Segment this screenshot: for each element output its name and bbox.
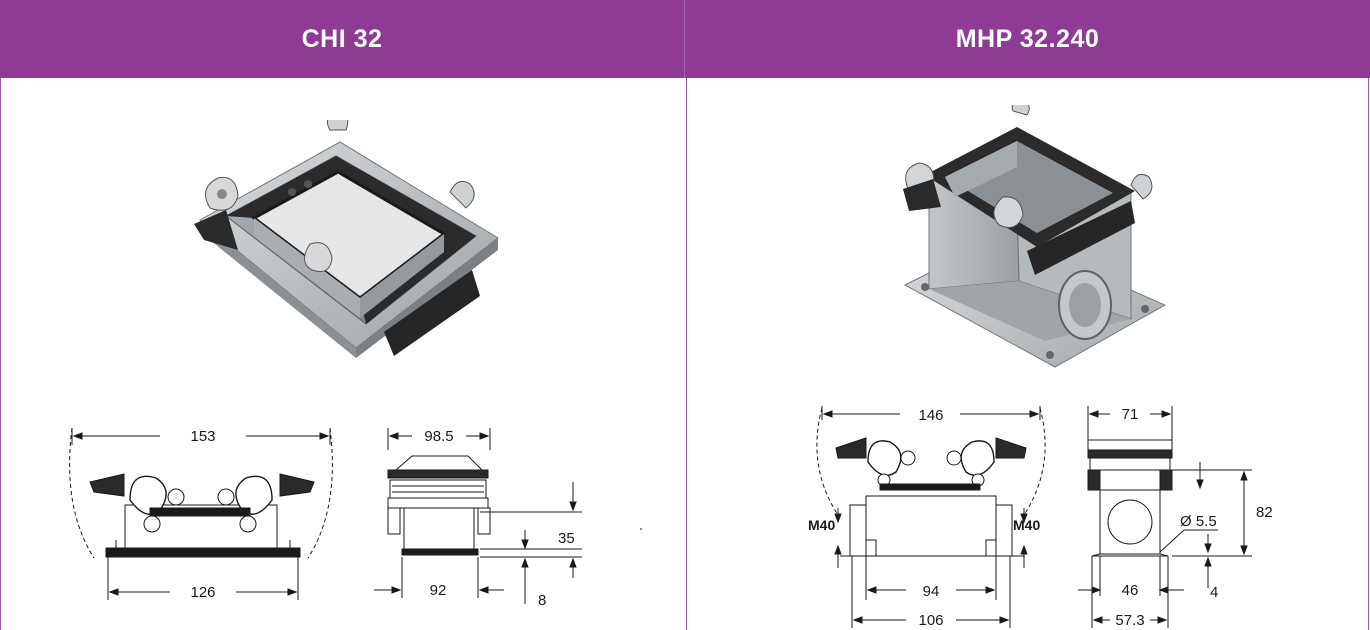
dim-front-width-top: 146	[918, 407, 943, 424]
product-title-mhp32240: MHP 32.240	[955, 24, 1100, 53]
dim-side-base: 8	[538, 592, 546, 609]
dim-side-width-top: 71	[1122, 406, 1139, 423]
product-title-chi32: CHI 32	[301, 24, 383, 53]
dim-front-width-bottom: 126	[190, 584, 215, 601]
thread-label-right: M40	[1013, 517, 1040, 533]
product-photo-chi32	[194, 120, 499, 358]
technical-drawing-chi32: 153 126 98.5 92 35 8	[69, 427, 642, 609]
dim-side-width-bottom: 92	[430, 582, 447, 599]
header-cell-right: MHP 32.240	[685, 0, 1370, 78]
dim-side-width-inner: 46	[1122, 582, 1139, 599]
dim-side-base: 4	[1210, 584, 1218, 601]
column-divider	[686, 78, 687, 630]
dim-side-height: 35	[558, 530, 575, 547]
technical-drawing-mhp32240: 146 94 106 M40 M40 71 82 Ø 5.5 46 57.3 4	[808, 406, 1273, 629]
dim-side-width-top: 98.5	[424, 428, 453, 445]
dim-hole-diameter: Ø 5.5	[1180, 513, 1217, 530]
dim-side-width-bottom: 57.3	[1115, 612, 1144, 629]
dim-front-width-top: 153	[190, 428, 215, 445]
thread-label-left: M40	[808, 517, 835, 533]
frame-border-left	[0, 78, 1, 630]
dim-side-height: 82	[1256, 504, 1273, 521]
frame-border-right	[1368, 78, 1369, 630]
dim-front-width-inner: 94	[923, 583, 940, 600]
header-cell-left: CHI 32	[0, 0, 685, 78]
dim-front-width-bottom: 106	[918, 612, 943, 629]
product-photo-mhp32240	[903, 105, 1167, 368]
header-bar: CHI 32 MHP 32.240	[0, 0, 1370, 78]
